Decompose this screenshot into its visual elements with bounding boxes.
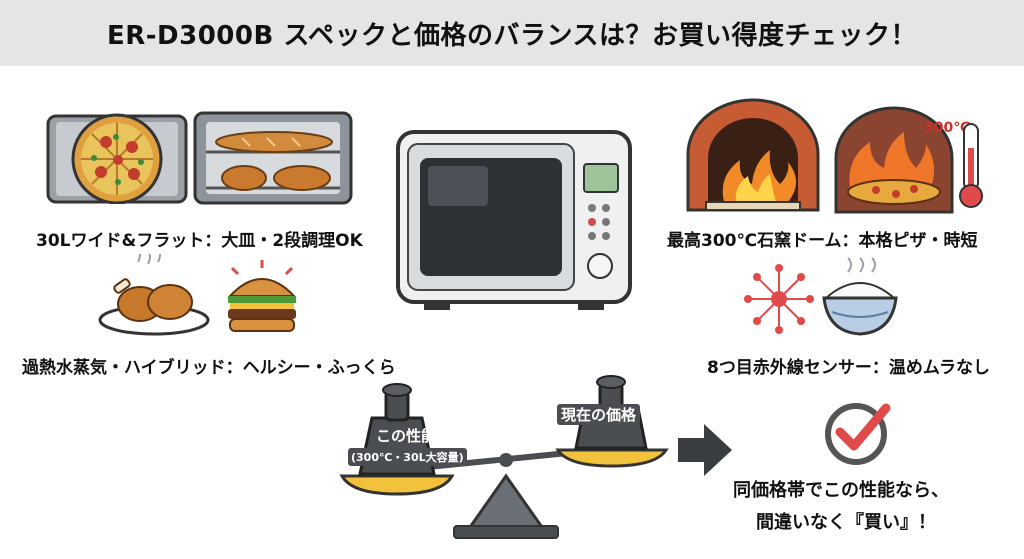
infrared-sensor-icon bbox=[744, 264, 814, 334]
scale-left-label: この性能 bbox=[376, 427, 437, 445]
feature-flat-label: 30Lワイド&フラット：大皿・2段調理OK bbox=[36, 231, 363, 251]
fried-chicken-illustration bbox=[98, 254, 210, 336]
burger-illustration bbox=[227, 260, 297, 332]
feature-steam-label: 過熱水蒸気・ハイブリッド：ヘルシー・ふっくら bbox=[22, 358, 396, 378]
verdict-line1: 同価格帯でこの性能なら、 bbox=[733, 480, 949, 501]
feature-stone-label: 最高300℃石窯ドーム：本格ピザ・時短 bbox=[667, 231, 978, 251]
feature-sensor-label: 8つ目赤外線センサー：温めムラなし bbox=[707, 358, 990, 378]
stone-oven-illustration bbox=[686, 98, 820, 212]
two-tier-bread-illustration bbox=[193, 111, 353, 205]
scale-left-sublabel: (300℃・30L大容量) bbox=[348, 448, 467, 466]
check-icon bbox=[825, 403, 891, 465]
oven-temp-badge: 300℃ bbox=[924, 120, 970, 136]
pizza-tray-illustration bbox=[46, 113, 188, 204]
rice-bowl-illustration bbox=[822, 257, 898, 336]
page-title: ER-D3000B スペックと価格のバランスは？お買い得度チェック！ bbox=[106, 20, 918, 51]
verdict-line2: 間違いなく『買い』！ bbox=[756, 512, 936, 533]
arrow-right-icon bbox=[678, 424, 732, 476]
microwave-oven-illustration bbox=[396, 130, 632, 310]
pizza-oven-thermometer-illustration: 300℃ bbox=[834, 106, 983, 214]
scale-right-label: 現在の価格 bbox=[557, 404, 641, 425]
title-bar: ER-D3000B スペックと価格のバランスは？お買い得度チェック！ bbox=[0, 0, 1024, 66]
